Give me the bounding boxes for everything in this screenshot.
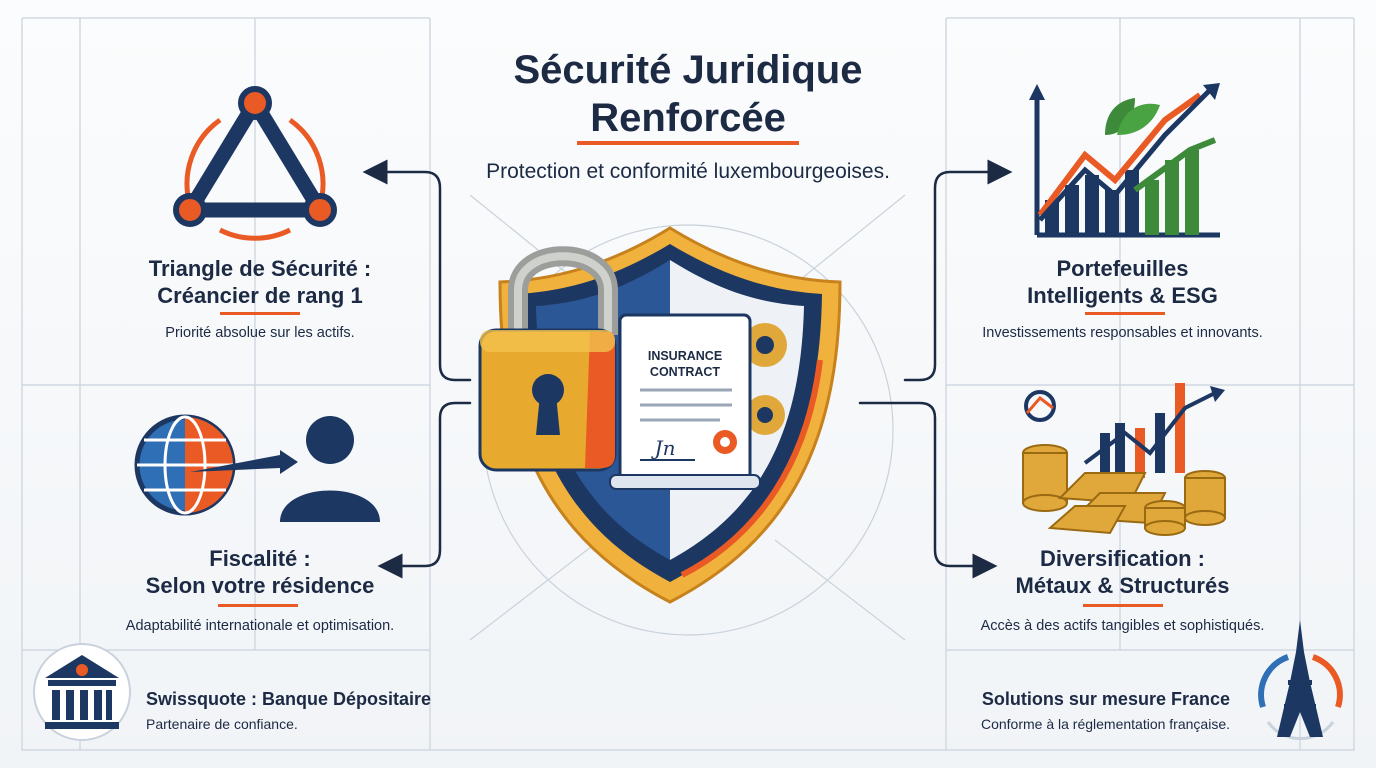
feature-portefeuilles-description: Investissements responsables et innovant… <box>982 325 1263 341</box>
globe-person-icon <box>134 414 380 522</box>
feature-portefeuilles-title: Portefeuilles Intelligents & ESG <box>1027 256 1218 308</box>
footer-france-subtitle: Conforme à la réglementation française. <box>980 716 1230 732</box>
feature-fiscalite-description: Adaptabilité internationale et optimisat… <box>125 618 395 634</box>
shield-lock-contract-icon: INSURANCE CONTRACT Jn <box>478 226 842 604</box>
feature-portefeuilles-underline <box>1085 312 1165 315</box>
eiffel-tower-icon <box>1258 620 1343 741</box>
footer-france-title: Solutions sur mesure France <box>981 689 1230 709</box>
contract-signature: Jn <box>651 436 676 460</box>
feature-triangle-description: Priorité absolue sur les actifs. <box>165 325 355 341</box>
feature-diversification-title: Diversification : Métaux & Structurés <box>1015 546 1230 598</box>
page-title: Sécurité Juridique Renforcée <box>513 48 863 140</box>
feature-triangle-title: Triangle de Sécurité : Créancier de rang… <box>148 256 372 308</box>
footer-bank-subtitle: Partenaire de confiance. <box>146 716 298 732</box>
esg-growth-chart-icon <box>1029 83 1220 238</box>
feature-fiscalite-title: Fiscalité : Selon votre résidence <box>145 546 375 598</box>
feature-diversification-description: Accès à des actifs tangibles et sophisti… <box>980 618 1265 634</box>
title-underline <box>577 141 799 145</box>
feature-triangle-underline <box>220 312 300 315</box>
gold-bars-coins-icon <box>1022 383 1226 536</box>
triangle-network-icon <box>173 86 337 241</box>
feature-diversification-underline <box>1083 604 1163 607</box>
page-subtitle: Protection et conformité luxembourgeoise… <box>486 160 890 183</box>
contract-line2: CONTRACT <box>650 365 720 379</box>
bank-icon <box>33 643 131 741</box>
footer-bank-title: Swissquote : Banque Dépositaire <box>146 689 432 709</box>
feature-fiscalite-underline <box>218 604 298 607</box>
contract-line1: INSURANCE <box>648 349 722 363</box>
